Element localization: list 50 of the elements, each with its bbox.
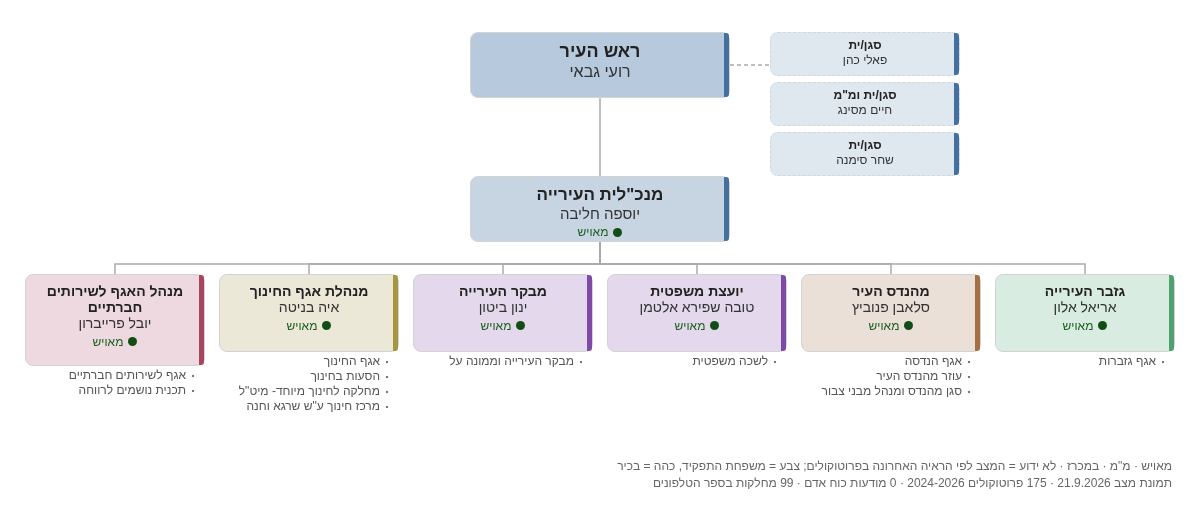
role-title: ראש העיר <box>559 41 641 62</box>
department-box <box>413 274 593 352</box>
status-text: מאויש <box>1062 318 1094 333</box>
role-title: סגן/ית ומ"מ <box>833 89 897 103</box>
role-title: מנהל האגף לשירותים חברתיים <box>45 283 185 316</box>
department-box <box>25 274 205 366</box>
role-title: סגן/ית <box>848 139 882 153</box>
person-name: אריאל אלון <box>1053 299 1117 317</box>
unit-item: מחלקה לחינוך מיוחד- מיט"ל <box>238 384 389 399</box>
status-text: מאויש <box>286 318 318 333</box>
unit-item: מבקר העירייה וממונה על <box>449 354 583 369</box>
status-text: מאויש <box>577 225 609 240</box>
role-title: גזבר העירייה <box>1044 283 1126 300</box>
person-name: רועי גבאי <box>569 61 631 82</box>
footer-note: מאויש · מ"מ · במכרז · לא ידוע = המצב לפי הראיה האחרונה בפרוטוקולים; צבע = משפחת התפקיד, כהה = בכיר <box>617 459 1172 473</box>
status-text: מאויש <box>92 334 124 349</box>
unit-item: לשכה משפטית <box>692 354 777 369</box>
role-title: מנהלת אגף החינוך <box>249 283 369 300</box>
role-box <box>470 176 730 242</box>
person-name: פאלי כהן <box>842 52 888 68</box>
unit-item: אגף לשירותים חברתיים <box>68 368 195 383</box>
department-box <box>995 274 1175 352</box>
unit-item: אגף גזברות <box>1098 354 1165 369</box>
person-name: יוספה חליבה <box>559 204 641 224</box>
unit-item: סגן מהנדס ומנהל מבני צבור <box>821 384 971 399</box>
deputy-box <box>770 82 960 126</box>
person-name: שחר סימנה <box>836 152 894 168</box>
role-title: מבקר העירייה <box>459 283 547 300</box>
role-title: מהנדס העיר <box>852 283 930 300</box>
person-name: חיים מסינג <box>837 102 893 118</box>
person-name: סלאבן פנוביץ <box>852 299 930 317</box>
person-name: יובל פרייברון <box>78 315 152 333</box>
person-name: איה בניטה <box>278 299 340 317</box>
footer-note: תמונת מצב 21.9.2026 · 175 פרוטוקולים 2024-2026 · 0 מודעות כוח אדם · 99 מחלקות בספר הטלפונים <box>652 476 1172 490</box>
department-box <box>801 274 981 352</box>
connector-line <box>599 97 601 177</box>
role-title: מנכ"לית העירייה <box>536 185 664 205</box>
role-title: סגן/ית <box>848 39 882 53</box>
role-title: יועצת משפטית <box>650 283 744 300</box>
role-box <box>470 32 730 98</box>
department-box <box>607 274 787 352</box>
dashed-connector <box>729 64 771 66</box>
status-text: מאויש <box>480 318 512 333</box>
person-name: טובה שפירא אלטמן <box>639 299 755 317</box>
status-text: מאויש <box>868 318 900 333</box>
deputy-box <box>770 132 960 176</box>
person-name: ינון ביטון <box>478 299 528 317</box>
deputy-box <box>770 32 960 76</box>
status-text: מאויש <box>674 318 706 333</box>
department-box <box>219 274 399 352</box>
